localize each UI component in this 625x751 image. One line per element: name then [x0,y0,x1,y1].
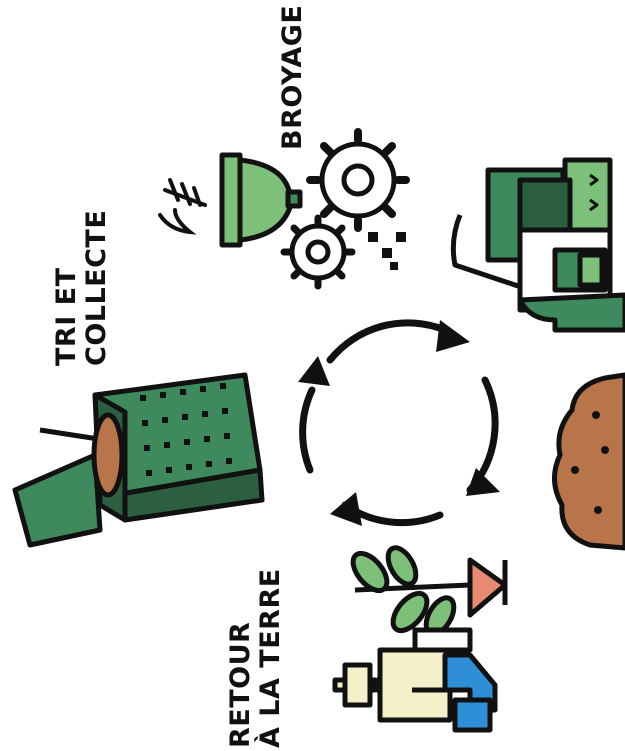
label-line: À LA TERRE [255,568,286,748]
bin-icon [12,372,265,548]
soil-icon [552,372,625,551]
label-tri-et-collecte: TRI ET COLLECTE [51,209,112,366]
cycle-arrowheads [298,320,500,526]
gear-icon [280,128,410,290]
label-retour-a-la-terre: RETOUR À LA TERRE [225,568,286,748]
funnel-icon [219,152,303,248]
farmer-icon [332,627,498,733]
label-broyage: BROYAGE [277,4,308,150]
label-line: TRI ET [51,267,82,366]
label-line: COLLECTE [81,209,112,366]
fish-bone-icon [158,178,207,235]
label-line: BROYAGE [277,4,308,150]
plant-icon [350,545,508,637]
cycle-arrows-icon [299,319,499,527]
label-line: RETOUR [225,621,256,748]
factory-icon [450,157,625,333]
